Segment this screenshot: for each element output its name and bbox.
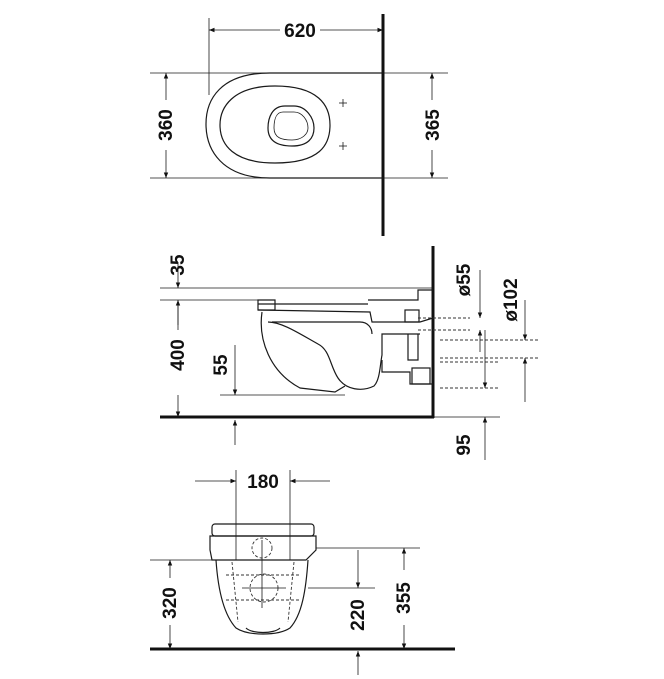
front-bowl: [215, 559, 309, 635]
side-outlet-pipe: [407, 334, 419, 361]
side-view: 35 400 55 ø55 ø102: [160, 246, 540, 460]
dim-320-label: 320: [160, 587, 181, 619]
dim-360-label: 360: [156, 109, 177, 141]
dim-180: 180: [195, 470, 330, 560]
side-inlet: [404, 309, 420, 323]
dim-365-label: 365: [423, 109, 444, 141]
front-center-cross: [242, 540, 286, 608]
dim-180-label: 180: [247, 472, 279, 493]
dim-220-label: 220: [348, 599, 369, 631]
front-hidden-levels: [226, 574, 300, 601]
dim-355-label: 355: [394, 582, 415, 614]
dim-55-label: 55: [211, 354, 232, 376]
side-outlet-flange: [411, 367, 431, 385]
top-bowl-opening-inner: [273, 111, 309, 141]
dim-dia102-label: ø102: [501, 278, 522, 321]
dim-620: 620: [208, 18, 383, 95]
dim-220: 220: [308, 550, 375, 675]
top-fixing-points: [339, 99, 347, 150]
front-seat-lid: [211, 523, 315, 537]
dim-355: 355: [316, 547, 420, 649]
dim-35: 35: [160, 254, 433, 325]
dim-dia55-label: ø55: [454, 263, 475, 296]
side-center-lines: [418, 317, 540, 389]
top-bowl-outline: [205, 72, 383, 179]
front-hidden-walls: [231, 561, 295, 623]
dim-400: 400: [168, 305, 189, 417]
side-seat-front: [257, 299, 276, 311]
dim-95: 95: [434, 330, 500, 460]
dim-dia102: ø102: [501, 278, 528, 402]
front-bowl-base: [245, 627, 281, 634]
side-bowl-inner: [267, 321, 420, 390]
side-outlet: [381, 360, 433, 385]
top-seat-outline: [219, 85, 331, 164]
side-seat-hinge: [368, 289, 433, 301]
dim-320: 320: [150, 559, 212, 649]
front-view: 180 320 220 355: [150, 470, 455, 675]
dim-35-label: 35: [168, 254, 189, 276]
side-rim-top: [257, 309, 434, 323]
dim-620-label: 620: [284, 21, 316, 42]
top-view: 620 360 365: [150, 14, 448, 236]
front-rim: [209, 535, 317, 561]
dim-95-label: 95: [454, 434, 475, 456]
side-bowl-rim-inner: [272, 321, 373, 335]
side-bowl-front: [260, 311, 346, 393]
dim-55: 55: [211, 345, 345, 445]
dim-365: 365: [383, 72, 448, 179]
dim-400-label: 400: [168, 339, 189, 371]
top-bowl-opening: [267, 105, 315, 147]
dim-dia55: ø55: [454, 263, 483, 352]
dim-360: 360: [150, 72, 270, 179]
